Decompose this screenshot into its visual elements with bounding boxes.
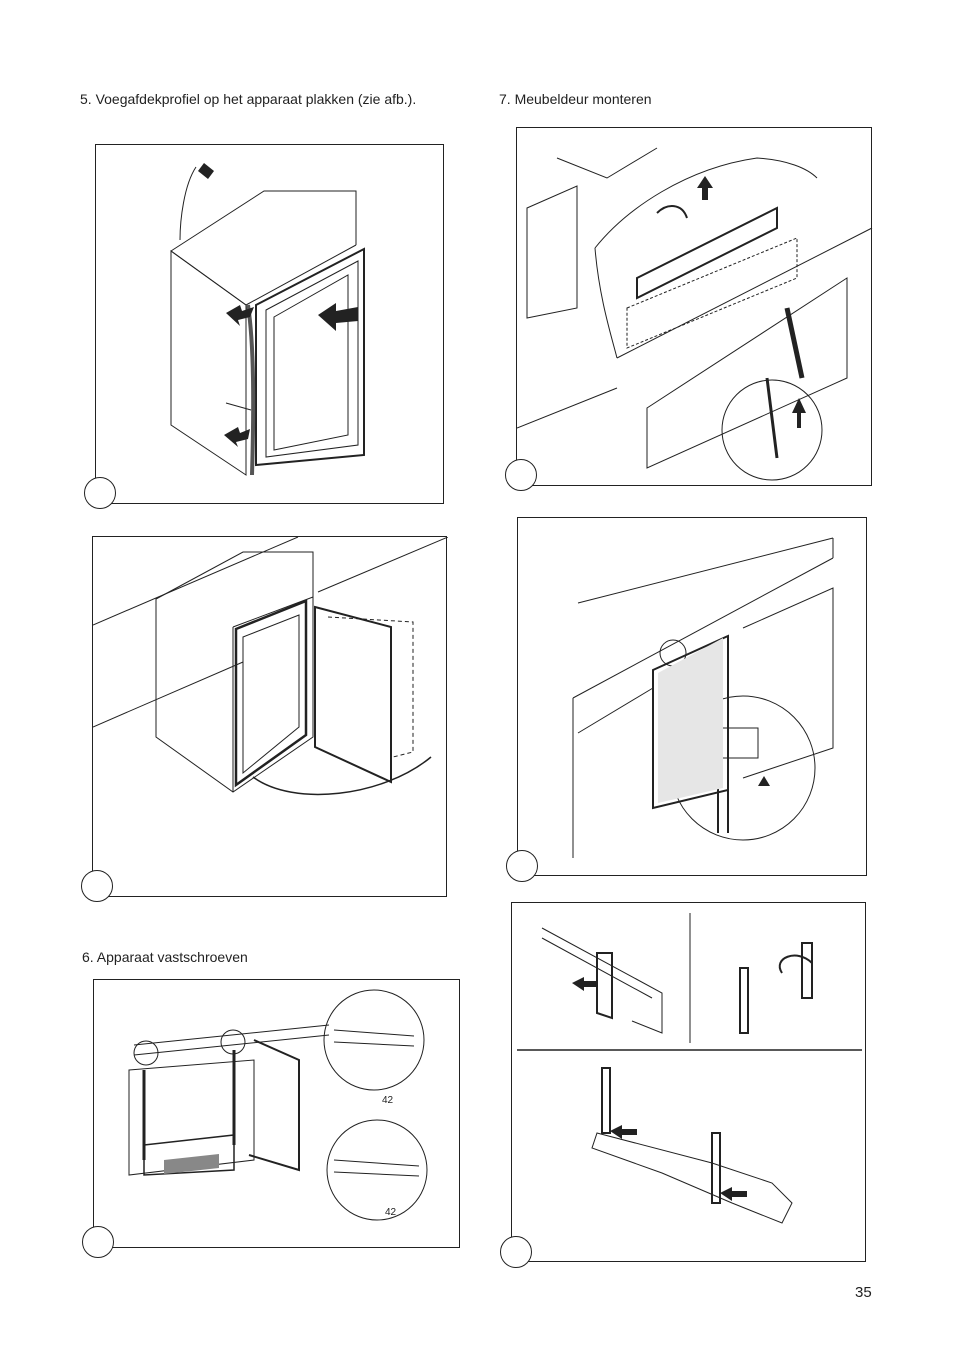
figure-door-bracket — [505, 127, 873, 491]
arrow-icon — [758, 776, 770, 786]
figure-number-badge — [84, 477, 116, 509]
appliance-seal-illustration — [170, 163, 365, 476]
page-number: 35 — [855, 1284, 872, 1301]
bracket-detail-illustration — [517, 913, 862, 1224]
figure-door-swing — [81, 536, 448, 902]
figure-number-badge — [82, 1226, 114, 1258]
figure-seal-strip — [84, 144, 444, 509]
dimension-label: 42 — [382, 1095, 394, 1106]
furniture-door-illustration — [572, 537, 834, 858]
figure-screw-fastening: 42 42 — [82, 979, 460, 1258]
step6-caption: 6. Apparaat vastschroeven — [82, 949, 248, 965]
step7-caption: 7. Meubeldeur monteren — [499, 91, 652, 107]
dimension-label: 42 — [385, 1207, 397, 1218]
figure-number-badge — [500, 1236, 532, 1268]
rotate-icon — [778, 954, 813, 974]
arrow-icon — [224, 303, 358, 447]
door-swing-illustration — [93, 537, 448, 796]
figure-furniture-door — [506, 517, 867, 882]
step5-caption: 5. Voegafdekprofiel op het apparaat plak… — [80, 91, 417, 107]
figure-number-badge — [81, 870, 113, 902]
figure-bracket-detail — [500, 902, 866, 1268]
arrow-icon — [697, 176, 806, 428]
screw-fastening-illustration: 42 42 — [128, 989, 428, 1221]
door-bracket-illustration — [517, 147, 873, 481]
figure-number-badge — [506, 850, 538, 882]
figure-number-badge — [505, 459, 537, 491]
arrow-icon — [572, 977, 747, 1201]
rotate-icon — [656, 205, 688, 219]
